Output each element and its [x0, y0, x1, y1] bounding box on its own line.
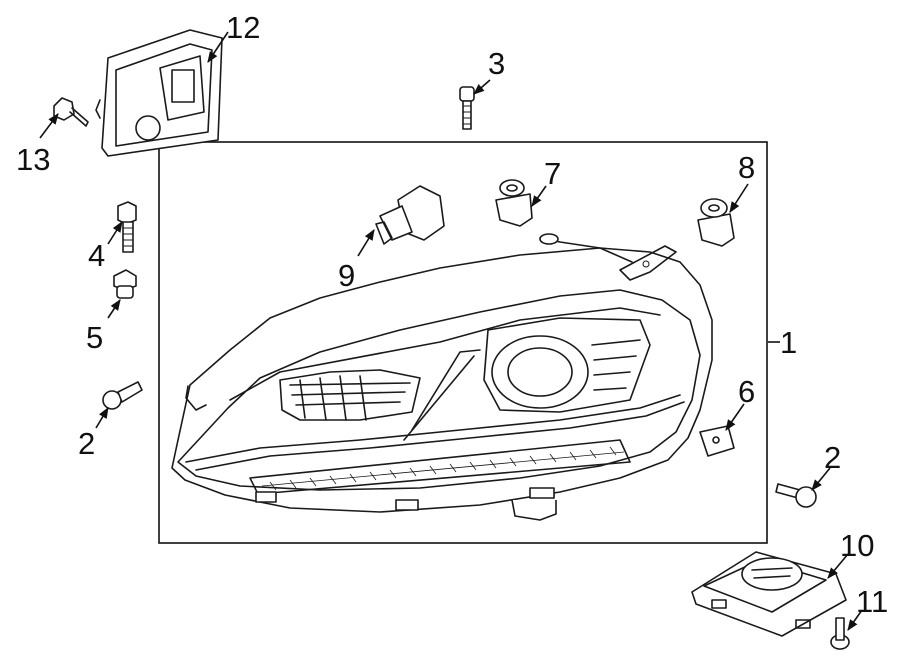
callout-8: 8 — [738, 150, 755, 185]
grille-pattern — [261, 446, 625, 491]
bolt-4[interactable] — [117, 201, 137, 253]
callout-9: 9 — [338, 258, 355, 293]
callout-6: 6 — [738, 374, 755, 409]
callout-2-left: 2 — [78, 426, 95, 461]
callout-4: 4 — [88, 238, 105, 273]
callout-10: 10 — [840, 528, 874, 563]
clip-8[interactable] — [697, 198, 735, 247]
control-module-10[interactable] — [691, 551, 847, 637]
callout-1: 1 — [780, 325, 797, 360]
screw-2-left[interactable] — [102, 381, 143, 410]
headlamp-assembly-box — [158, 141, 768, 544]
screw-11[interactable] — [830, 617, 850, 650]
callout-7: 7 — [544, 156, 561, 191]
callout-2-right: 2 — [824, 440, 841, 475]
callout-3: 3 — [488, 46, 505, 81]
callout-12: 12 — [226, 10, 260, 45]
screw-2-right[interactable] — [775, 483, 817, 508]
bracket-6[interactable] — [699, 425, 735, 457]
bulb-socket-9[interactable] — [375, 185, 445, 245]
clip-7[interactable] — [495, 179, 533, 227]
ballast-bracket[interactable] — [95, 29, 223, 157]
callout-13: 13 — [16, 142, 50, 177]
headlamp-housing[interactable] — [171, 233, 713, 521]
callout-5: 5 — [86, 320, 103, 355]
leader-lines — [39, 31, 863, 631]
callout-11: 11 — [856, 584, 888, 619]
nut-5[interactable] — [113, 269, 137, 299]
bolt-13[interactable] — [53, 97, 89, 127]
screw-3[interactable] — [459, 86, 475, 130]
